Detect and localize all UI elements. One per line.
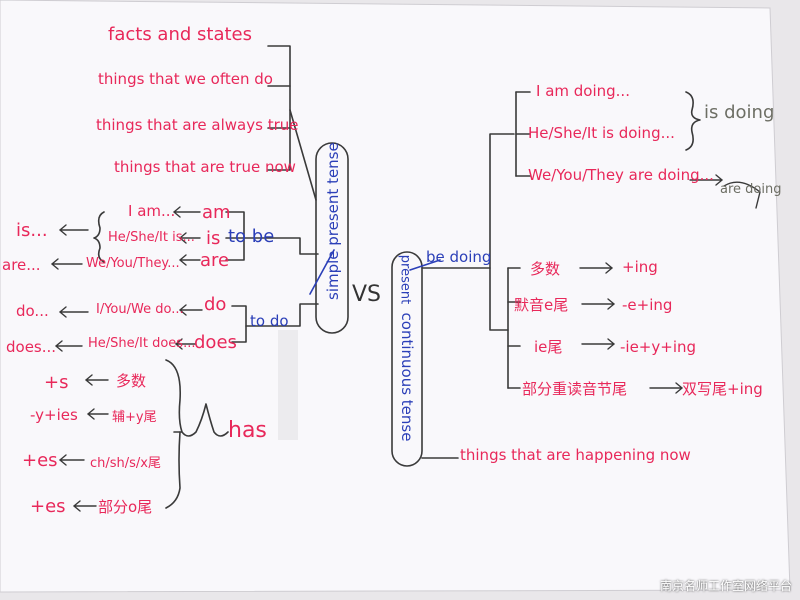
use-always-true: things that are always true — [96, 116, 299, 134]
tobe-pronoun-i: I am... — [128, 202, 176, 220]
tobe-bracket — [225, 211, 245, 261]
tobe-pronoun-he: He/She/It is... — [108, 230, 195, 245]
todo-pronoun-he: He/She/It does... — [88, 336, 196, 351]
todo-pronoun-i: I/You/We do... — [96, 302, 184, 317]
tobe-pronoun-we: We/You/They... — [86, 256, 180, 271]
vs-label: VS — [352, 282, 382, 307]
has-label: has — [228, 418, 267, 443]
be-doing-label: be doing — [426, 248, 492, 266]
todo-marker: to do — [250, 312, 289, 330]
ing-case-2: 默音e尾 — [514, 296, 569, 314]
continuous-trunk — [421, 133, 515, 269]
rule-ending-1: +s — [44, 372, 69, 393]
is-doing-label: is doing — [704, 102, 775, 123]
tobe-form-are: are — [200, 250, 230, 271]
watermark: 南京名师工作室网络平台 — [659, 579, 792, 593]
use-happening-now: things that are happening now — [460, 446, 691, 464]
tobe-result-are: are... — [2, 256, 41, 274]
present-label: present — [397, 254, 413, 305]
rule-ending-4: +es — [30, 496, 66, 517]
todo-bracket — [231, 305, 247, 343]
todo-result-do: do... — [16, 302, 49, 320]
ing-rule-2: -e+ing — [622, 296, 673, 314]
rule-note-3: ch/sh/s/x尾 — [90, 456, 162, 471]
continuous-oval — [391, 251, 423, 467]
rule-note-2: 辅+y尾 — [112, 410, 157, 425]
use-true-now: things that are true now — [114, 158, 296, 176]
simple-to-be-marker: to be — [228, 226, 275, 247]
ing-case-4: 部分重读音节尾 — [522, 380, 628, 398]
form-he-is-doing: He/She/It is doing... — [528, 124, 675, 142]
tobe-result-is: is... — [16, 220, 48, 241]
form-we-are-doing: We/You/They are doing... — [528, 166, 714, 184]
ing-trunk — [489, 267, 509, 331]
ing-rule-1: +ing — [622, 258, 658, 276]
todo-result-does: does... — [6, 338, 57, 356]
blue-mark-simple — [309, 249, 335, 295]
use-facts: facts and states — [108, 24, 252, 45]
rule-note-4: 部分o尾 — [98, 498, 153, 516]
rules-brace — [165, 359, 229, 437]
simple-oval — [315, 142, 349, 334]
tape-strip — [278, 330, 298, 440]
ing-rule-4: 双写尾+ing — [682, 380, 763, 398]
ing-case-3: ie尾 — [534, 338, 563, 356]
todo-form-does: does — [194, 332, 237, 353]
uses-bracket — [267, 45, 291, 171]
blue-mark-continuous — [409, 259, 441, 271]
tobe-form-is: is — [206, 228, 221, 249]
paper-background — [0, 0, 791, 593]
rule-ending-3: +es — [22, 450, 58, 471]
simple-tense-label: simple present tense — [324, 142, 342, 300]
ing-case-1: 多数 — [530, 260, 561, 278]
use-often: things that we often do — [98, 70, 273, 88]
todo-form-do: do — [204, 294, 227, 315]
rule-ending-2: -y+ies — [30, 406, 78, 424]
form-i-am-doing: I am doing... — [536, 82, 630, 100]
is-doing-brace — [685, 91, 701, 151]
continuous-tense-label: continuous tense — [398, 312, 416, 442]
ing-rule-3: -ie+y+ing — [620, 338, 697, 356]
are-doing-label: are doing — [720, 182, 782, 197]
tobe-form-am: am — [202, 202, 231, 223]
rule-note-1: 多数 — [116, 372, 147, 390]
